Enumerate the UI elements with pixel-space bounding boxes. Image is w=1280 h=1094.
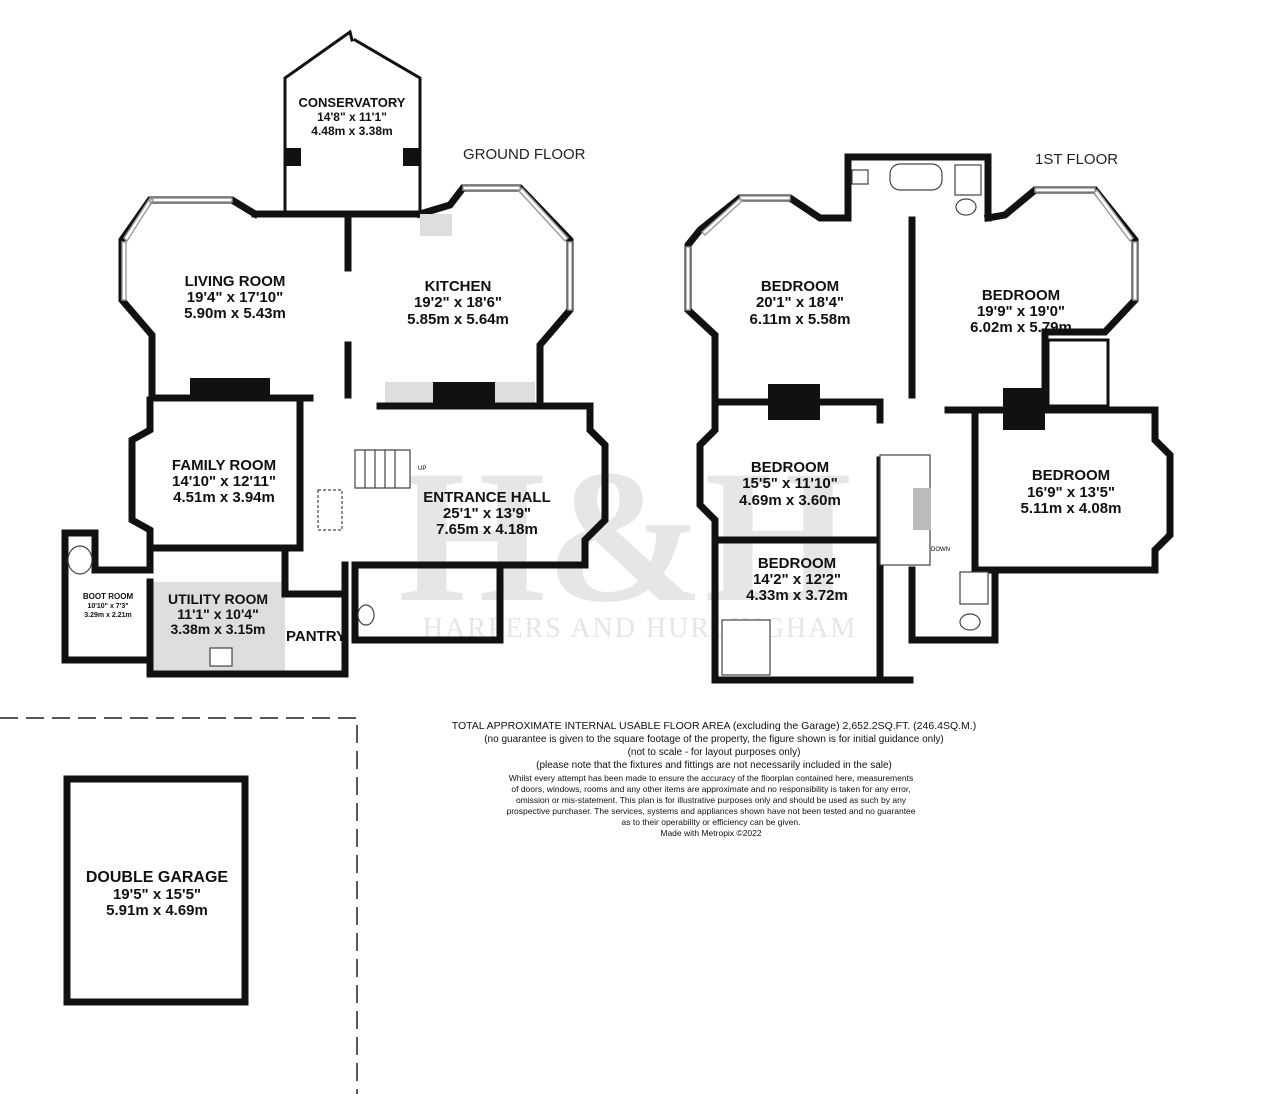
ensuite-basin xyxy=(851,169,869,185)
utility-room-metric: 3.38m x 3.15m xyxy=(171,621,266,637)
disclaimer-scale: (not to scale - for layout purposes only… xyxy=(628,747,801,758)
garage-plan xyxy=(0,717,358,1094)
boot-room-walls xyxy=(61,529,154,664)
disclaimer-small-2: of doors, windows, rooms and any other i… xyxy=(511,784,910,794)
bedroom1-imperial: 20'1" x 18'4" xyxy=(756,294,844,311)
bedroom1-name: BEDROOM xyxy=(761,278,839,295)
boot-room-metric: 3.29m x 2.21m xyxy=(84,612,131,619)
entrance-hall-walls xyxy=(351,402,609,569)
bedroom2-metric: 6.02m x 5.79m xyxy=(970,319,1072,336)
garage-walls xyxy=(63,775,249,1006)
kitchen-windows xyxy=(462,185,573,311)
disclaimer-small-4: prospective purchaser. The services, sys… xyxy=(506,806,915,816)
family-room-imperial: 14'10" x 12'11" xyxy=(172,473,276,490)
bedroom4-walls xyxy=(944,406,1174,574)
kitchen-metric: 5.85m x 5.64m xyxy=(407,311,509,328)
bedroom4-imperial: 16'9" x 13'5" xyxy=(1027,484,1115,501)
first-floor-plan: DOWN xyxy=(684,153,1174,684)
bedroom2-windows xyxy=(1034,187,1138,301)
kitchen-imperial: 19'2" x 18'6" xyxy=(414,294,502,311)
first-floor-bathroom xyxy=(908,566,999,644)
stairs-down-label: DOWN xyxy=(931,547,950,553)
boot-room-imperial: 10'10" x 7'3" xyxy=(87,603,128,610)
conservatory-pillar-left xyxy=(285,148,301,166)
boot-room-name: BOOT ROOM xyxy=(83,592,134,601)
kitchen-name: KITCHEN xyxy=(425,278,492,295)
garage-boundary xyxy=(0,717,358,1094)
conservatory-metric: 4.48m x 3.38m xyxy=(311,124,392,138)
first-floor-title: 1ST FLOOR xyxy=(1035,151,1118,168)
disclaimer-guarantee: (no guarantee is given to the square foo… xyxy=(484,734,944,745)
living-room-imperial: 19'4" x 17'10" xyxy=(187,289,283,306)
living-room-name: LIVING ROOM xyxy=(185,273,286,290)
disclaimer-small-1: Whilst every attempt has been made to en… xyxy=(509,773,913,783)
bedroom2-imperial: 19'9" x 19'0" xyxy=(977,303,1065,320)
ensuite-shower xyxy=(954,164,982,196)
bedroom5-metric: 4.33m x 3.72m xyxy=(746,587,848,604)
bedroom3-name: BEDROOM xyxy=(751,459,829,476)
bedroom2-ensuite xyxy=(1046,338,1110,408)
bathroom-toilet xyxy=(959,613,981,631)
ensuite-toilet xyxy=(955,198,977,216)
hall-cupboard xyxy=(317,489,343,531)
disclaimer-block: TOTAL APPROXIMATE INTERNAL USABLE FLOOR … xyxy=(452,720,976,838)
entrance-hall-metric: 7.65m x 4.18m xyxy=(436,521,538,538)
bedroom3-imperial: 15'5" x 11'10" xyxy=(742,475,838,492)
bedroom5-ensuite xyxy=(721,619,771,676)
bedroom5-imperial: 14'2" x 12'2" xyxy=(753,571,841,588)
bedroom1-bay xyxy=(684,194,852,406)
family-room-name: FAMILY ROOM xyxy=(172,457,276,474)
bathroom-shower xyxy=(959,571,989,605)
garage-name: DOUBLE GARAGE xyxy=(86,869,229,886)
conservatory-walls xyxy=(283,29,422,214)
ensuite-top-walls xyxy=(844,153,992,222)
disclaimer-small-3: omission or mis-statement. This plan is … xyxy=(516,795,907,805)
bedroom1-metric: 6.11m x 5.58m xyxy=(750,311,851,328)
disclaimer-small-5: as to their operability or efficiency ca… xyxy=(622,817,801,827)
stair-newel xyxy=(913,488,931,530)
bedroom3-5-walls xyxy=(696,398,914,684)
living-room-metric: 5.90m x 5.43m xyxy=(184,305,286,322)
entrance-hall-name: ENTRANCE HALL xyxy=(423,489,551,506)
disclaimer-total-area: TOTAL APPROXIMATE INTERNAL USABLE FLOOR … xyxy=(452,720,976,732)
bedroom5-name: BEDROOM xyxy=(758,555,836,572)
utility-room-name: UTILITY ROOM xyxy=(168,591,268,607)
conservatory-imperial: 14'8" x 11'1" xyxy=(317,110,387,124)
wc-toilet xyxy=(357,604,375,626)
disclaimer-made-with: Made with Metropix ©2022 xyxy=(660,828,762,838)
boot-room-fixture xyxy=(67,545,93,575)
garage-imperial: 19'5" x 15'5" xyxy=(113,886,201,903)
staircase xyxy=(354,449,411,489)
bedroom1-windows xyxy=(685,195,791,311)
ground-floor-plan: UP xyxy=(61,29,609,678)
entrance-hall-imperial: 25'1" x 13'9" xyxy=(443,505,531,522)
pantry-name: PANTRY xyxy=(286,628,346,645)
living-room-windows xyxy=(121,197,233,301)
conservatory-name: CONSERVATORY xyxy=(299,95,406,110)
room-labels: GROUND FLOOR 1ST FLOOR CONSERVATORY 14'8… xyxy=(83,95,1122,919)
bedroom4-chimney xyxy=(1003,388,1045,430)
stairs-up-label: UP xyxy=(418,466,426,472)
garage-metric: 5.91m x 4.69m xyxy=(106,902,208,919)
wc-block xyxy=(351,561,504,644)
living-room-fireplace xyxy=(190,378,270,400)
ground-floor-title: GROUND FLOOR xyxy=(463,146,586,163)
bedroom3-metric: 4.69m x 3.60m xyxy=(739,492,841,509)
bedroom2-name: BEDROOM xyxy=(982,287,1060,304)
disclaimer-fixtures: (please note that the fixtures and fitti… xyxy=(536,760,892,771)
utility-sink xyxy=(209,647,233,667)
bedroom4-metric: 5.11m x 4.08m xyxy=(1021,500,1122,517)
kitchen-unit xyxy=(420,214,452,236)
conservatory-pillar-right xyxy=(403,148,419,166)
bedroom1-chimney xyxy=(768,384,820,420)
utility-room-imperial: 11'1" x 10'4" xyxy=(177,606,258,622)
bedroom2-bay xyxy=(983,186,1139,412)
bath-tub xyxy=(889,163,943,191)
bedroom4-name: BEDROOM xyxy=(1032,467,1110,484)
family-room-metric: 4.51m x 3.94m xyxy=(173,489,275,506)
